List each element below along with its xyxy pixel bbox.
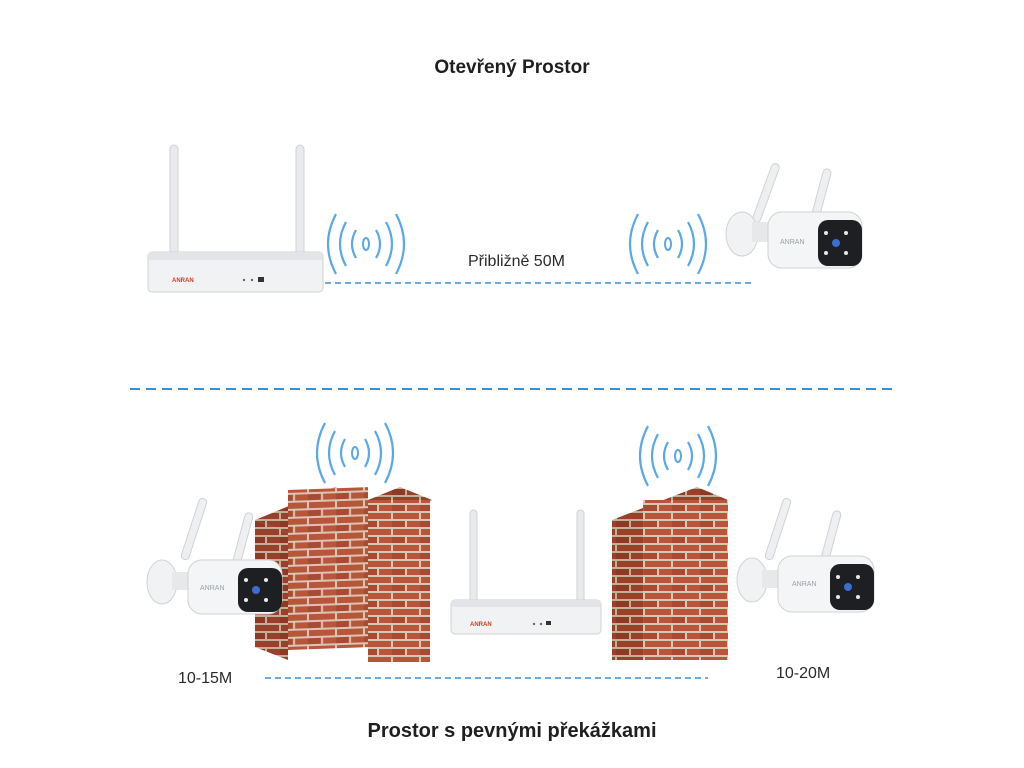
camera-top-right: ANRAN: [725, 163, 863, 269]
svg-text:ANRAN: ANRAN: [200, 585, 225, 592]
wifi-signal-icon: [638, 424, 718, 488]
router-brand-logo: ANRAN: [172, 278, 194, 284]
camera-bottom-right: ANRAN: [736, 497, 875, 613]
wifi-signal-icon: [628, 212, 708, 276]
nvr-router-top: ANRAN: [147, 144, 324, 293]
camera-bottom-left: ANRAN: [146, 497, 283, 615]
brick-wall-left: [255, 487, 432, 662]
nvr-router-bottom: ANRAN: [450, 509, 602, 635]
open-space-title: Otevřený Prostor: [434, 57, 590, 78]
distance-label-right: 10-20M: [776, 665, 831, 682]
wifi-signal-icon: [315, 421, 395, 485]
svg-text:ANRAN: ANRAN: [780, 239, 805, 246]
distance-label-open: Přibližně 50M: [468, 253, 565, 270]
svg-text:ANRAN: ANRAN: [470, 622, 492, 628]
distance-label-left: 10-15M: [178, 670, 233, 687]
svg-text:ANRAN: ANRAN: [792, 581, 817, 588]
brick-wall-right: [612, 487, 728, 660]
obstacle-space-title: Prostor s pevnými překážkami: [367, 720, 657, 742]
wifi-signal-icon: [326, 212, 406, 276]
